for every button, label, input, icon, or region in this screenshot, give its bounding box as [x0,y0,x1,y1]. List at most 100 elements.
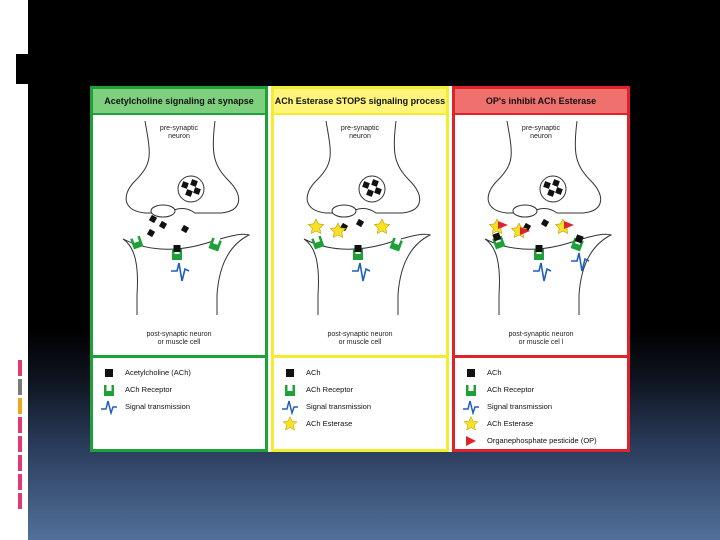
ach-esterase [329,222,347,239]
legend-item: Signal transmission [280,398,446,415]
panel-header: Acetylcholine signaling at synapse [93,89,265,115]
op-pesticide [564,221,574,229]
legend-label: ACh [487,368,502,377]
ach-receptor [570,234,584,252]
signal-wave-icon [280,399,300,415]
ach-esterase [373,218,391,235]
ach-receptor [353,245,363,260]
legend-label: ACh Receptor [306,385,354,394]
ach-molecule [355,218,365,228]
legend-item: Acetylcholine (ACh) [99,364,265,381]
pre-synaptic-neuron [306,120,420,214]
ach-molecule [540,218,550,228]
ach-receptor [389,236,403,252]
legend-label: ACh [306,368,321,377]
ach-receptor [311,234,325,250]
legend-item: ACh Esterase [461,415,627,432]
signal-transmission [533,262,552,282]
legend-label: Acetylcholine (ACh) [125,368,191,377]
ach-molecule [374,187,382,195]
legend-item: Organephosphate pesticide (OP) [461,432,627,449]
ach-molecule [158,220,168,230]
ach-receptor [492,232,506,250]
ach-molecule [366,189,374,197]
ach-esterase [307,218,325,235]
legend-item: ACh Esterase [280,415,446,432]
ach-molecule [146,228,156,238]
legend-item: ACh Receptor [461,381,627,398]
ach-molecule [185,189,193,197]
legend-item: Signal transmission [461,398,627,415]
left-margin-strip [0,0,28,540]
receptor-icon [461,382,481,398]
ach-square-icon [99,365,119,381]
slide-bullet-marker [16,54,28,84]
ach-molecule [547,189,555,197]
ach-molecule [181,181,189,189]
decorative-color-bars [18,360,28,540]
ach-molecule [148,214,158,224]
post-synaptic-cell [303,233,432,315]
ach-receptor [208,236,222,252]
op-pesticide [520,227,530,235]
ach-molecule [371,179,379,187]
signal-transmission [571,252,590,272]
post-synaptic-cell [484,233,613,315]
pre-synaptic-neuron [487,120,601,214]
ach-molecule [180,224,190,234]
legend-item: ACh [461,364,627,381]
legend-label: ACh Receptor [125,385,173,394]
ach-molecule [193,187,201,195]
ach-molecule [552,179,560,187]
ach-molecule [190,179,198,187]
legend-label: ACh Esterase [487,419,534,428]
panel-header: OP's inhibit ACh Esterase [455,89,627,115]
esterase-star-icon [461,415,481,432]
ach-square-icon [280,365,300,381]
legend-label: Signal transmission [306,402,372,411]
esterase-star-icon [280,415,300,432]
signal-transmission [352,262,371,282]
legend-item: ACh Receptor [280,381,446,398]
op-triangle-icon [461,433,481,449]
ach-molecule [362,181,370,189]
legend-item: ACh Receptor [99,381,265,398]
signal-wave-icon [99,399,119,415]
ach-receptor [130,234,144,250]
legend-label: Organephosphate pesticide (OP) [487,436,597,445]
ach-molecule [543,181,551,189]
ach-molecule [555,187,563,195]
signal-wave-icon [461,399,481,415]
ach-square-icon [461,365,481,381]
legend-label: ACh Receptor [487,385,535,394]
op-pesticide [498,221,508,229]
pre-synaptic-neuron [125,120,239,214]
legend-label: Signal transmission [125,402,191,411]
panel-header: ACh Esterase STOPS signaling process [274,89,446,115]
ach-receptor [172,245,182,260]
post-synaptic-cell [122,233,251,315]
legend-item: Signal transmission [99,398,265,415]
legend-label: Signal transmission [487,402,553,411]
signal-transmission [171,262,190,282]
receptor-icon [99,382,119,398]
legend-item: ACh [280,364,446,381]
ach-receptor [534,245,544,260]
legend-label: ACh Esterase [306,419,353,428]
